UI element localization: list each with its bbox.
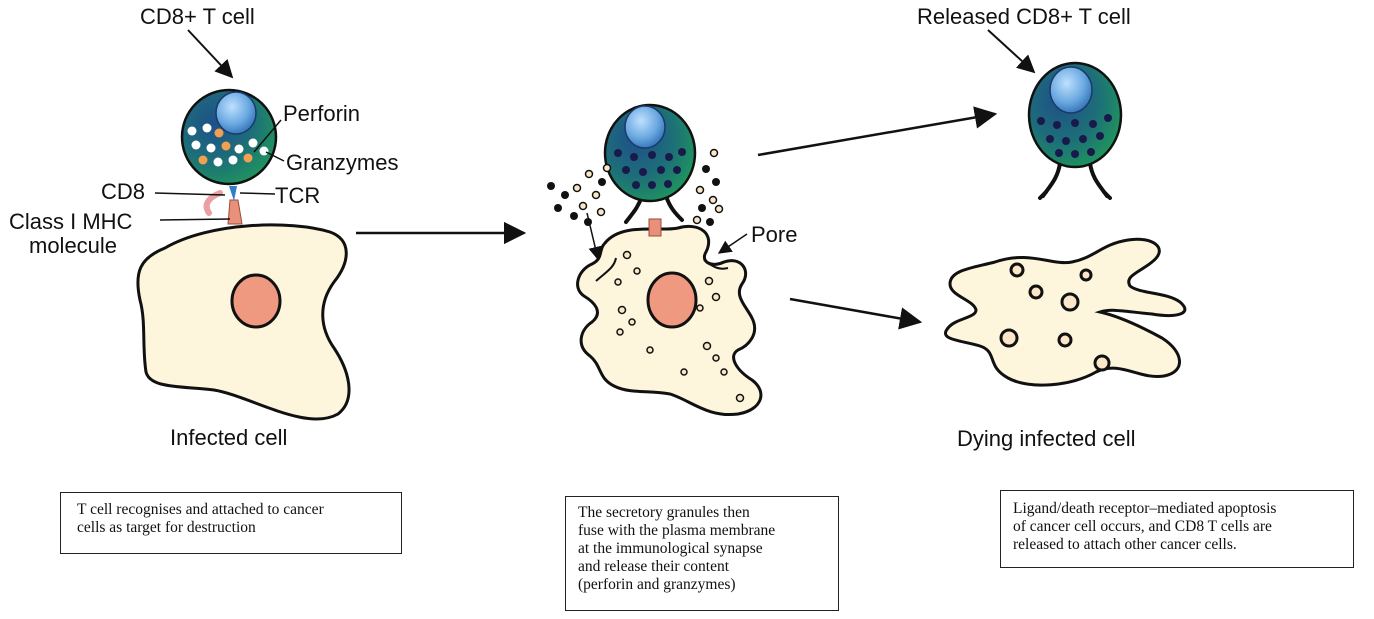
arrow-to-released-t-cell	[757, 106, 998, 157]
cd8-coreceptor	[203, 190, 223, 216]
infected-cell-nucleus	[230, 273, 282, 329]
caption-step-3: Ligand/death receptor–mediated apoptosis…	[1000, 490, 1354, 568]
granzymes-label: Granzymes	[286, 150, 398, 175]
cd8-t-cell-label: CD8+ T cell	[140, 4, 255, 29]
tcr-label: TCR	[275, 183, 320, 208]
perforin-label: Perforin	[283, 101, 360, 126]
dying-infected-cell-label: Dying infected cell	[957, 426, 1136, 451]
t-cell-granules	[187, 123, 269, 167]
pore-left	[595, 257, 617, 282]
dying-infected-cell	[944, 237, 1187, 387]
released-t-cell-granules	[1037, 114, 1112, 158]
infected-cell-nucleus-2	[646, 271, 698, 329]
t-cell-nucleus-2	[624, 105, 666, 149]
pore-pointer-arrow	[717, 233, 748, 254]
t-cell-nucleus	[215, 91, 257, 135]
tcr-pointer-line	[239, 192, 276, 195]
cd8-label: CD8	[101, 179, 145, 204]
class-i-mhc-label-line1: Class I MHC	[9, 209, 133, 234]
class-i-mhc-molecule	[227, 199, 243, 225]
cd8-pointer-line	[154, 192, 226, 196]
pore-right	[703, 259, 729, 270]
pore-label: Pore	[751, 222, 797, 247]
granzymes-pointer-line	[265, 151, 285, 162]
arrow-to-dying-cell	[789, 297, 923, 330]
panel-granule-release: Pore	[547, 103, 797, 417]
t-cell-granules-2	[614, 148, 686, 189]
internalized-granules	[614, 250, 745, 403]
perforin-pointer-line	[253, 119, 282, 153]
tcr-receptor	[229, 186, 237, 201]
cd8-t-cell-pointer-arrow	[187, 29, 234, 79]
released-cell-receptor-tips	[1038, 190, 1112, 200]
released-cd8-t-cell-label: Released CD8+ T cell	[917, 4, 1131, 29]
caption-step-1: T cell recognises and attached to cancer…	[60, 492, 402, 554]
class-i-mhc-molecule-2	[648, 218, 662, 237]
released-t-cell-pointer-arrow	[987, 29, 1036, 74]
infected-cell-label: Infected cell	[170, 425, 287, 450]
caption-step-2: The secretory granules then fuse with th…	[565, 496, 839, 611]
dying-cell-granules	[999, 262, 1111, 372]
released-granules	[547, 148, 724, 226]
mhc-pointer-line	[159, 218, 231, 221]
released-t-cell-nucleus	[1049, 66, 1093, 114]
panel-apoptosis: Released CD8+ T cell Dying infected cell	[917, 4, 1187, 451]
class-i-mhc-label-line2: molecule	[29, 233, 117, 258]
panel-recognition: CD8+ T cell Perforin G	[9, 4, 398, 450]
